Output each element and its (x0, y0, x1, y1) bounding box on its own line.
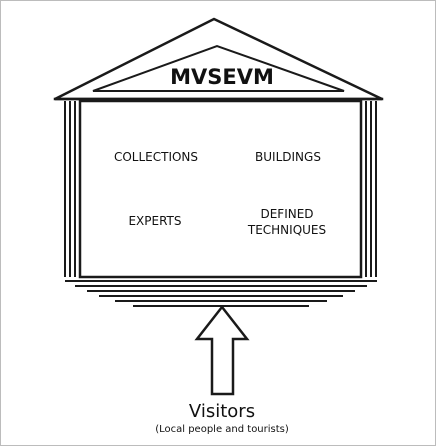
label-collections: COLLECTIONS (114, 150, 198, 164)
diagram-title: MVSEVM (170, 65, 274, 89)
visitors-arrow (197, 307, 247, 394)
label-buildings: BUILDINGS (255, 150, 321, 164)
label-techniques: TECHNIQUES (247, 223, 326, 237)
visitors-label: Visitors (189, 401, 255, 422)
visitors-sublabel: (Local people and tourists) (155, 424, 289, 435)
label-defined: DEFINED (260, 207, 313, 221)
hall-box (80, 101, 361, 277)
left-column (65, 101, 80, 277)
label-experts: EXPERTS (128, 214, 181, 228)
steps (65, 281, 377, 306)
right-column (361, 101, 376, 277)
